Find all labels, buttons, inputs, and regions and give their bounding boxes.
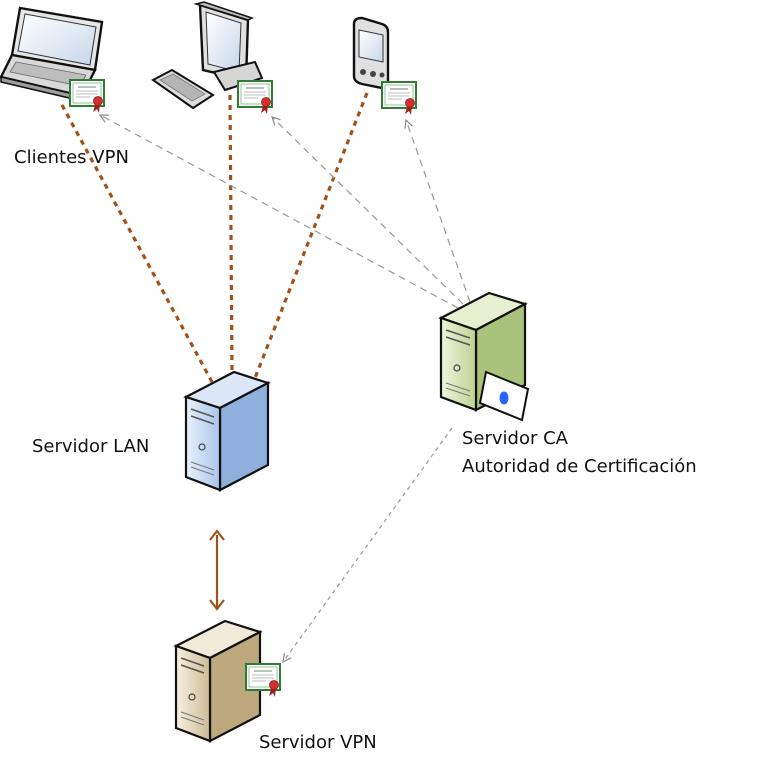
pda-icon (352, 16, 417, 116)
lan-server-icon (183, 370, 271, 492)
cert-link-laptop (100, 115, 459, 309)
vpn-server-icon (173, 619, 281, 743)
vpn-link-desktop (228, 94, 234, 373)
ca-server-icon (438, 291, 530, 422)
lan-server-label: Servidor LAN (32, 436, 149, 457)
cert-link-vpn-server (283, 427, 453, 662)
ca-seal-card (478, 370, 530, 422)
vpn-links (60, 92, 369, 383)
desktop-computer-icon (151, 1, 273, 115)
vpn-link-laptop (60, 104, 214, 383)
laptop-icon (0, 6, 105, 114)
ca-server-label: Servidor CA (462, 428, 569, 449)
vpn-link-pda (253, 92, 369, 379)
certificate-distribution-links (100, 115, 471, 662)
cert-link-pda (406, 120, 471, 303)
ca-server-sublabel: Autoridad de Certificación (462, 456, 697, 477)
lan-vpn-link (209, 529, 225, 611)
cert-link-desktop (272, 117, 464, 305)
clients-label: Clientes VPN (14, 147, 129, 168)
vpn-server-label: Servidor VPN (259, 732, 377, 753)
